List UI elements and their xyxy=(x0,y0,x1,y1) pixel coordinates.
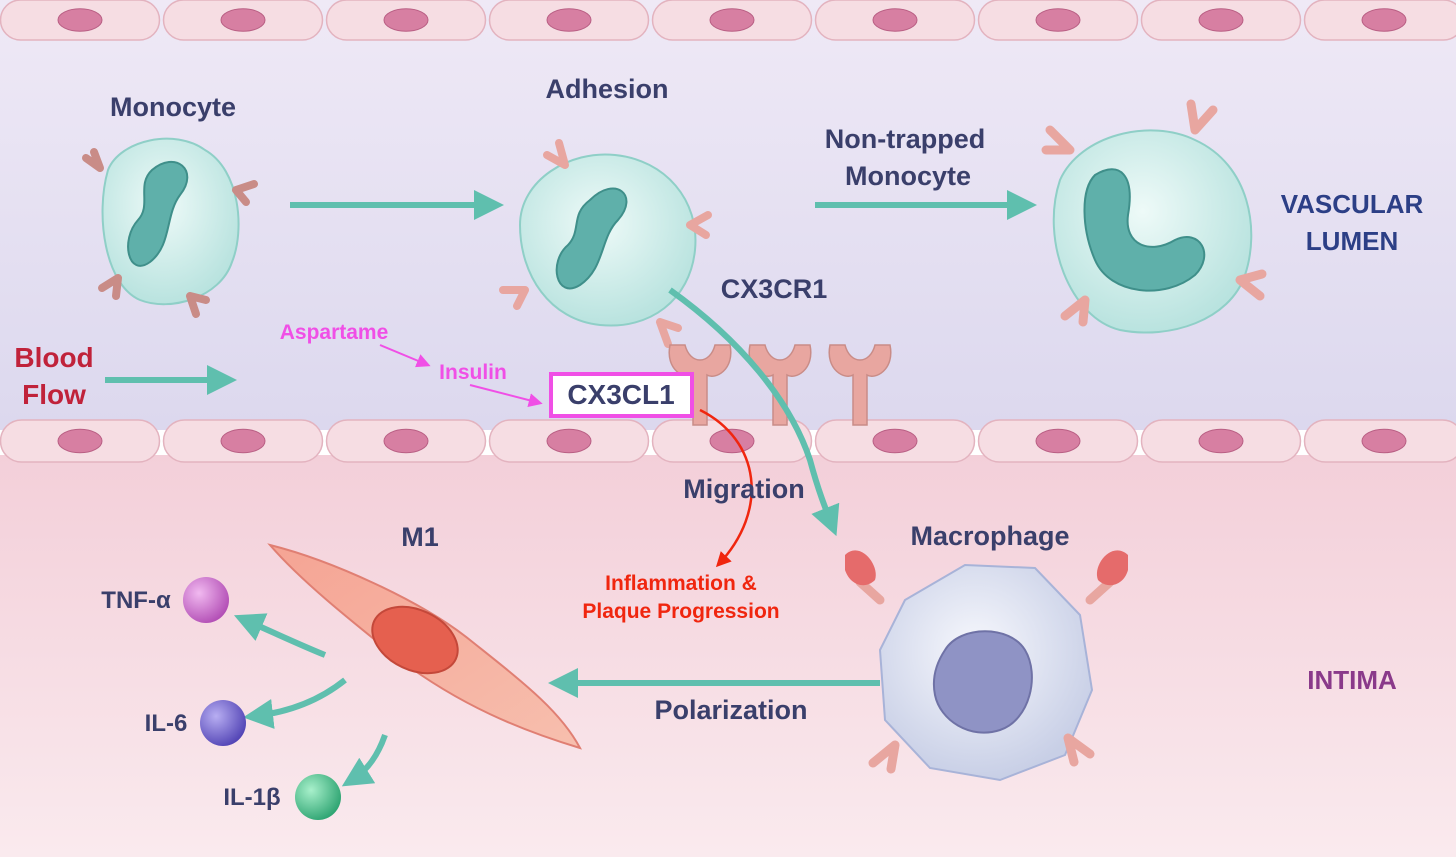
label-blood: Blood xyxy=(14,342,93,373)
endothelial-nucleus xyxy=(1361,8,1407,32)
label-tnf-alpha: TNF-α xyxy=(101,587,171,614)
label-adhesion: Adhesion xyxy=(545,74,668,104)
endothelial-nucleus xyxy=(546,428,592,454)
cx3cl1-box xyxy=(549,372,694,418)
label-cx3cr1: CX3CR1 xyxy=(721,274,828,304)
endothelial-nucleus xyxy=(872,428,918,454)
endothelial-nucleus xyxy=(709,8,755,32)
process-arrows xyxy=(105,190,1037,787)
label-non-trapped-1: Non-trapped xyxy=(825,124,985,154)
label-polarization: Polarization xyxy=(654,695,807,725)
endothelial-nucleus xyxy=(57,8,103,32)
endothelial-nucleus xyxy=(709,428,755,454)
bottom-endothelium xyxy=(0,419,1456,463)
top-endothelium xyxy=(0,0,1456,41)
endothelial-nucleus xyxy=(383,428,429,454)
endothelial-nucleus xyxy=(1361,428,1407,454)
non-trapped-monocyte-cell xyxy=(1041,99,1267,334)
label-insulin: Insulin xyxy=(439,361,507,384)
endothelial-nucleus xyxy=(872,8,918,32)
endothelial-nucleus xyxy=(546,8,592,32)
intima-region xyxy=(0,455,1456,857)
inflammation-arrow xyxy=(699,408,753,568)
label-migration: Migration xyxy=(683,474,805,504)
m1-cell xyxy=(267,543,582,750)
endothelial-nucleus xyxy=(1035,8,1081,32)
monocyte-cell xyxy=(82,137,258,318)
endothelial-nucleus xyxy=(220,8,266,32)
label-macrophage: Macrophage xyxy=(910,521,1069,551)
label-inflammation-2: Plaque Progression xyxy=(582,600,779,623)
label-aspartame: Aspartame xyxy=(280,321,389,344)
label-m1: M1 xyxy=(401,522,439,552)
adhesion-monocyte-cell xyxy=(499,139,712,348)
aspartame-insulin-arrows xyxy=(379,344,543,407)
label-lumen: LUMEN xyxy=(1306,226,1398,256)
label-monocyte: Monocyte xyxy=(110,92,236,122)
endothelial-nucleus xyxy=(383,8,429,32)
label-intima: INTIMA xyxy=(1307,665,1397,695)
label-inflammation-1: Inflammation & xyxy=(605,572,757,595)
label-vascular: VASCULAR xyxy=(1281,189,1424,219)
endothelial-nucleus xyxy=(1035,428,1081,454)
endothelial-nucleus xyxy=(57,428,103,454)
label-flow: Flow xyxy=(22,379,86,410)
macrophage-cell xyxy=(845,550,1128,782)
label-il6: IL-6 xyxy=(145,710,188,737)
label-non-trapped-2: Monocyte xyxy=(845,161,971,191)
label-cx3cl1: CX3CL1 xyxy=(567,379,674,410)
endothelial-nucleus xyxy=(1198,428,1244,454)
endothelial-nucleus xyxy=(220,428,266,454)
cx3cl1-receptors xyxy=(668,344,892,426)
il1b-ball xyxy=(295,774,341,820)
tnf-alpha-ball xyxy=(183,577,229,623)
il6-ball xyxy=(200,700,246,746)
label-il1b: IL-1β xyxy=(223,784,280,811)
endothelial-nucleus xyxy=(1198,8,1244,32)
